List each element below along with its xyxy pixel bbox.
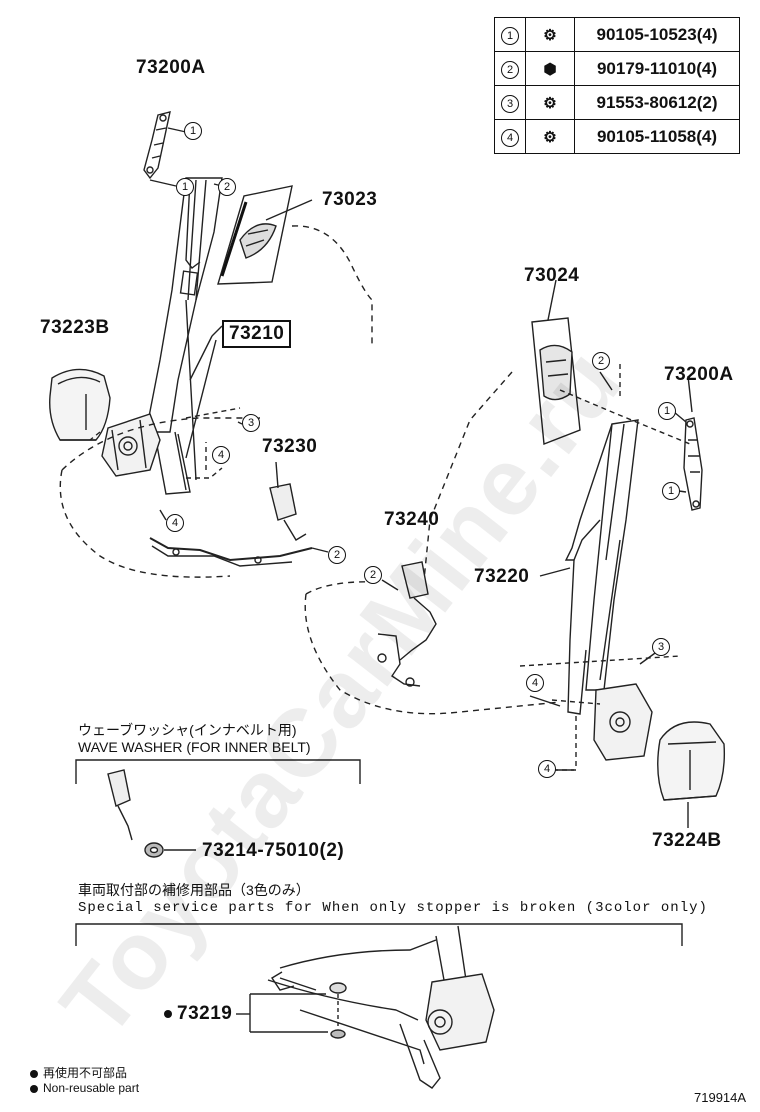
part-label-73223b[interactable]: 73223B: [40, 317, 110, 338]
belt-webbing-rear: [585, 419, 639, 691]
retractor-rear: [593, 683, 653, 761]
callout-4: 4: [166, 514, 184, 532]
part-label-73200a-front[interactable]: 73200A: [136, 57, 206, 78]
callout-2: 2: [328, 546, 346, 564]
anchor-bracket-rear: [683, 417, 703, 511]
part-number: 91553-80612(2): [574, 85, 740, 120]
callout-4: 4: [212, 446, 230, 464]
part-number: 90105-11058(4): [574, 119, 740, 154]
buckle-73230: [269, 483, 297, 521]
table-row: 4 ⚙ 90105-11058(4): [494, 119, 740, 154]
part-label-73224b[interactable]: 73224B: [652, 830, 722, 851]
part-label-73230[interactable]: 73230: [262, 436, 318, 457]
belt-webbing-front: [145, 177, 223, 433]
non-reusable-dot-icon: [30, 1084, 38, 1093]
legend-jp: 再使用不可部品: [30, 1064, 127, 1081]
fastener-table: 1 ⚙ 90105-10523(4) 2 ⬢ 90179-11010(4) 3 …: [494, 17, 740, 154]
special-parts-note-jp: 車両取付部の補修用部品（3色のみ）: [78, 882, 310, 898]
part-label-73220[interactable]: 73220: [474, 566, 530, 587]
legend-en: Non-reusable part: [30, 1081, 139, 1095]
part-label-73210[interactable]: 73210: [222, 320, 292, 348]
ref-cell: 3: [494, 85, 526, 120]
retractor-front: [101, 413, 161, 477]
bolt-icon: ⚙: [525, 85, 575, 120]
part-label-73219[interactable]: 73219: [164, 1003, 232, 1025]
callout-1: 1: [662, 482, 680, 500]
callout-1: 1: [658, 402, 676, 420]
part-label-73214[interactable]: 73214-75010(2): [202, 840, 345, 861]
special-parts-bracket: [75, 923, 683, 946]
anchor-bracket-front: [143, 111, 171, 180]
part-label-73240[interactable]: 73240: [384, 509, 440, 530]
retractor-lower: [425, 973, 495, 1051]
callout-4: 4: [538, 760, 556, 778]
table-row: 1 ⚙ 90105-10523(4): [494, 17, 740, 52]
callout-4: 4: [526, 674, 544, 692]
callout-2: 2: [592, 352, 610, 370]
ref-cell: 1: [494, 17, 526, 52]
wave-washer-bracket: [75, 759, 361, 784]
special-parts-note-en: Special service parts for When only stop…: [78, 900, 708, 916]
figure-id: 719914A: [694, 1090, 747, 1105]
non-reusable-dot-icon: [30, 1069, 38, 1078]
wave-washer-note-en: WAVE WASHER (FOR INNER BELT): [78, 739, 311, 755]
ref-cell: 2: [494, 51, 526, 86]
callout-3: 3: [242, 414, 260, 432]
cover-73224b: [657, 721, 726, 801]
part-label-73024[interactable]: 73024: [524, 265, 580, 286]
non-reusable-dot-icon: [164, 1009, 172, 1018]
table-row: 3 ⚙ 91553-80612(2): [494, 85, 740, 120]
nut-icon: ⬢: [525, 51, 575, 86]
part-label-73200a-rear[interactable]: 73200A: [664, 364, 734, 385]
buckle-73240: [401, 561, 429, 599]
cover-73223b: [49, 368, 111, 441]
callout-1: 1: [184, 122, 202, 140]
part-number: 90179-11010(4): [574, 51, 740, 86]
bolt-icon: ⚙: [525, 119, 575, 154]
part-label-73023[interactable]: 73023: [322, 189, 378, 210]
part-number: 90105-10523(4): [574, 17, 740, 52]
callout-3: 3: [652, 638, 670, 656]
table-row: 2 ⬢ 90179-11010(4): [494, 51, 740, 86]
callout-1: 1: [176, 178, 194, 196]
callout-2: 2: [364, 566, 382, 584]
callout-2: 2: [218, 178, 236, 196]
wave-washer-note-jp: ウェーブワッシャ(インナベルト用): [78, 722, 297, 738]
bolt-icon: ⚙: [525, 17, 575, 52]
ref-cell: 4: [494, 119, 526, 154]
